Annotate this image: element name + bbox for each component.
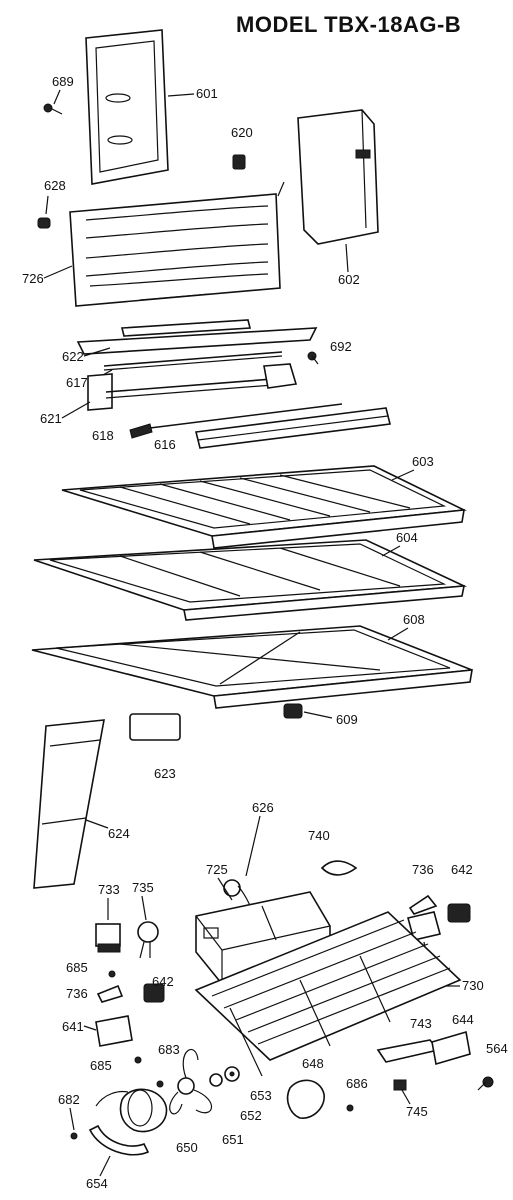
part-735-overload <box>137 921 159 959</box>
label-654: 654 <box>86 1176 108 1191</box>
part-733-relay <box>95 923 121 953</box>
label-686: 686 <box>346 1076 368 1091</box>
part-654-bracket <box>88 1090 150 1156</box>
label-725: 725 <box>206 862 228 877</box>
part-616-strip <box>195 407 391 449</box>
part-641-relay-left <box>95 1015 133 1047</box>
model-title: MODEL TBX-18AG-B <box>236 12 461 37</box>
label-733: 733 <box>98 882 120 897</box>
part-648-fan-shroud <box>286 1079 325 1119</box>
label-730: 730 <box>462 978 484 993</box>
label-608: 608 <box>403 612 425 627</box>
label-642-right: 642 <box>451 862 473 877</box>
label-622: 622 <box>62 349 84 364</box>
part-623-plate <box>129 713 181 741</box>
part-743-bracket <box>376 1039 440 1063</box>
part-682-screw <box>70 1132 78 1140</box>
part-617-rod <box>103 351 283 371</box>
part-653-washer <box>224 1066 240 1082</box>
label-682: 682 <box>58 1092 80 1107</box>
part-736-bracket-left <box>96 984 124 1003</box>
label-624: 624 <box>108 826 130 841</box>
part-601-evaporator-cover <box>85 29 169 185</box>
label-692: 692 <box>330 339 352 354</box>
part-689-screw <box>43 103 63 115</box>
part-620-clip <box>232 154 246 170</box>
part-602-cover <box>297 109 379 245</box>
label-604: 604 <box>396 530 418 545</box>
label-653: 653 <box>250 1088 272 1103</box>
label-743: 743 <box>410 1016 432 1031</box>
label-685-upper: 685 <box>66 960 88 975</box>
part-683-nut <box>156 1080 164 1088</box>
label-651: 651 <box>222 1132 244 1147</box>
part-640-relay <box>407 911 441 941</box>
label-685-lower: 685 <box>90 1058 112 1073</box>
part-726-evaporator <box>69 181 285 307</box>
part-628-grommet <box>37 217 51 229</box>
part-604-shelf <box>33 539 468 621</box>
part-730-condenser <box>194 911 462 1077</box>
part-624-duct <box>33 719 105 889</box>
part-621-bracket <box>87 363 298 411</box>
part-642-cap-right <box>447 903 471 923</box>
label-616: 616 <box>154 437 176 452</box>
label-618: 618 <box>92 428 114 443</box>
part-609-clip <box>283 703 303 719</box>
label-564: 564 <box>486 1041 508 1056</box>
label-648: 648 <box>302 1056 324 1071</box>
label-602: 602 <box>338 272 360 287</box>
part-622-trough <box>76 319 318 355</box>
label-628: 628 <box>44 178 66 193</box>
part-685-screw-upper <box>108 970 116 978</box>
part-652-washer <box>209 1073 223 1087</box>
label-603: 603 <box>412 454 434 469</box>
label-736-left: 736 <box>66 986 88 1001</box>
part-618-heater <box>129 403 343 439</box>
label-650: 650 <box>176 1140 198 1155</box>
part-745-clip <box>393 1079 407 1091</box>
label-735: 735 <box>132 880 154 895</box>
label-609: 609 <box>336 712 358 727</box>
label-745: 745 <box>406 1104 428 1119</box>
label-621: 621 <box>40 411 62 426</box>
label-626: 626 <box>252 800 274 815</box>
label-623: 623 <box>154 766 176 781</box>
label-620: 620 <box>231 125 253 140</box>
part-608-pan <box>31 625 473 709</box>
part-603-shelf <box>61 465 467 549</box>
label-644: 644 <box>452 1012 474 1027</box>
label-652: 652 <box>240 1108 262 1123</box>
label-689: 689 <box>52 74 74 89</box>
label-601: 601 <box>196 86 218 101</box>
part-686-screw <box>346 1104 354 1112</box>
part-644-bracket <box>431 1030 471 1066</box>
label-740: 740 <box>308 828 330 843</box>
label-726: 726 <box>22 271 44 286</box>
label-683: 683 <box>158 1042 180 1057</box>
part-740 <box>320 860 358 876</box>
part-650-fan-motor <box>119 1088 168 1133</box>
label-642-left: 642 <box>152 974 174 989</box>
part-692-screw <box>307 351 319 365</box>
label-641: 641 <box>62 1019 84 1034</box>
part-736-bracket-right <box>408 894 438 915</box>
label-617: 617 <box>66 375 88 390</box>
part-685-screw-lower <box>134 1056 142 1064</box>
label-736-right: 736 <box>412 862 434 877</box>
part-642-cap-left <box>143 983 165 1003</box>
part-651-fan-blade <box>169 1048 213 1115</box>
part-564-bolt <box>477 1076 494 1091</box>
